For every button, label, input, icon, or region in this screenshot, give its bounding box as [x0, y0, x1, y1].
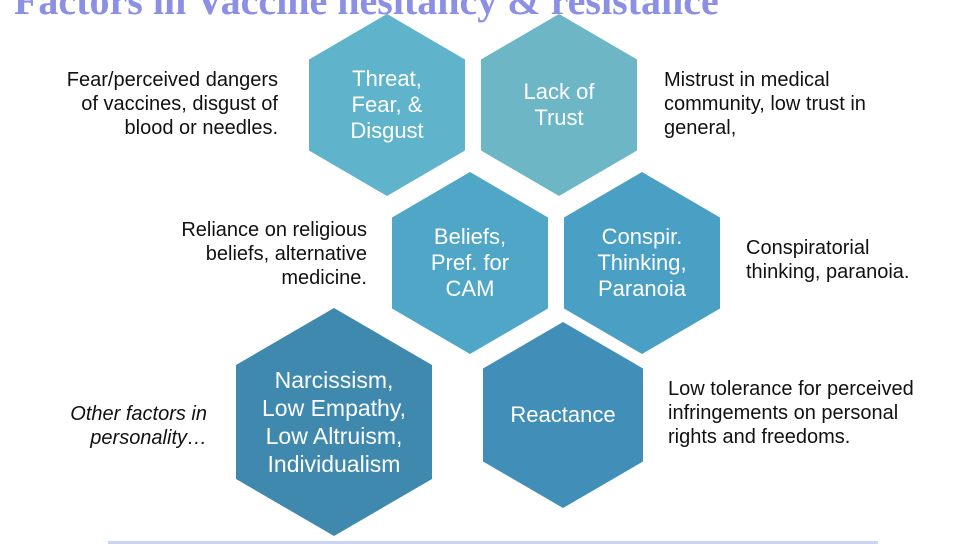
footer-divider — [108, 541, 878, 544]
threat-description: Fear/perceived dangers of vaccines, disg… — [66, 69, 278, 139]
trust-description: Mistrust in medical community, low trust… — [664, 69, 866, 139]
page-title: Factors in Vaccine hesitancy & resistanc… — [14, 0, 719, 23]
conspiracy-description: Conspiratorial thinking, paranoia. — [746, 237, 910, 283]
hex-beliefs-cam: Beliefs, Pref. for CAM — [392, 172, 548, 354]
hex-lack-of-trust: Lack of Trust — [481, 14, 637, 196]
hex-threat-fear-disgust: Threat, Fear, & Disgust — [309, 14, 465, 196]
hex-reactance: Reactance — [483, 322, 643, 508]
personality-description: Other factors in personality… — [70, 403, 207, 449]
hex-personality-label: Narcissism, Low Empathy, Low Altruism, I… — [261, 367, 407, 477]
hex-conspiracy-paranoia: Conspir. Thinking, Paranoia — [564, 172, 720, 354]
hex-conspiracy-label: Conspir. Thinking, Paranoia — [597, 224, 687, 301]
hex-beliefs-label: Beliefs, Pref. for CAM — [430, 224, 510, 301]
beliefs-description: Reliance on religious beliefs, alternati… — [181, 219, 367, 289]
hex-trust-label: Lack of Trust — [523, 79, 595, 130]
reactance-description: Low tolerance for perceived infringement… — [668, 378, 914, 448]
hex-reactance-label: Reactance — [510, 402, 616, 427]
hex-threat-label: Threat, Fear, & Disgust — [350, 66, 424, 143]
hex-personality: Narcissism, Low Empathy, Low Altruism, I… — [236, 308, 432, 536]
